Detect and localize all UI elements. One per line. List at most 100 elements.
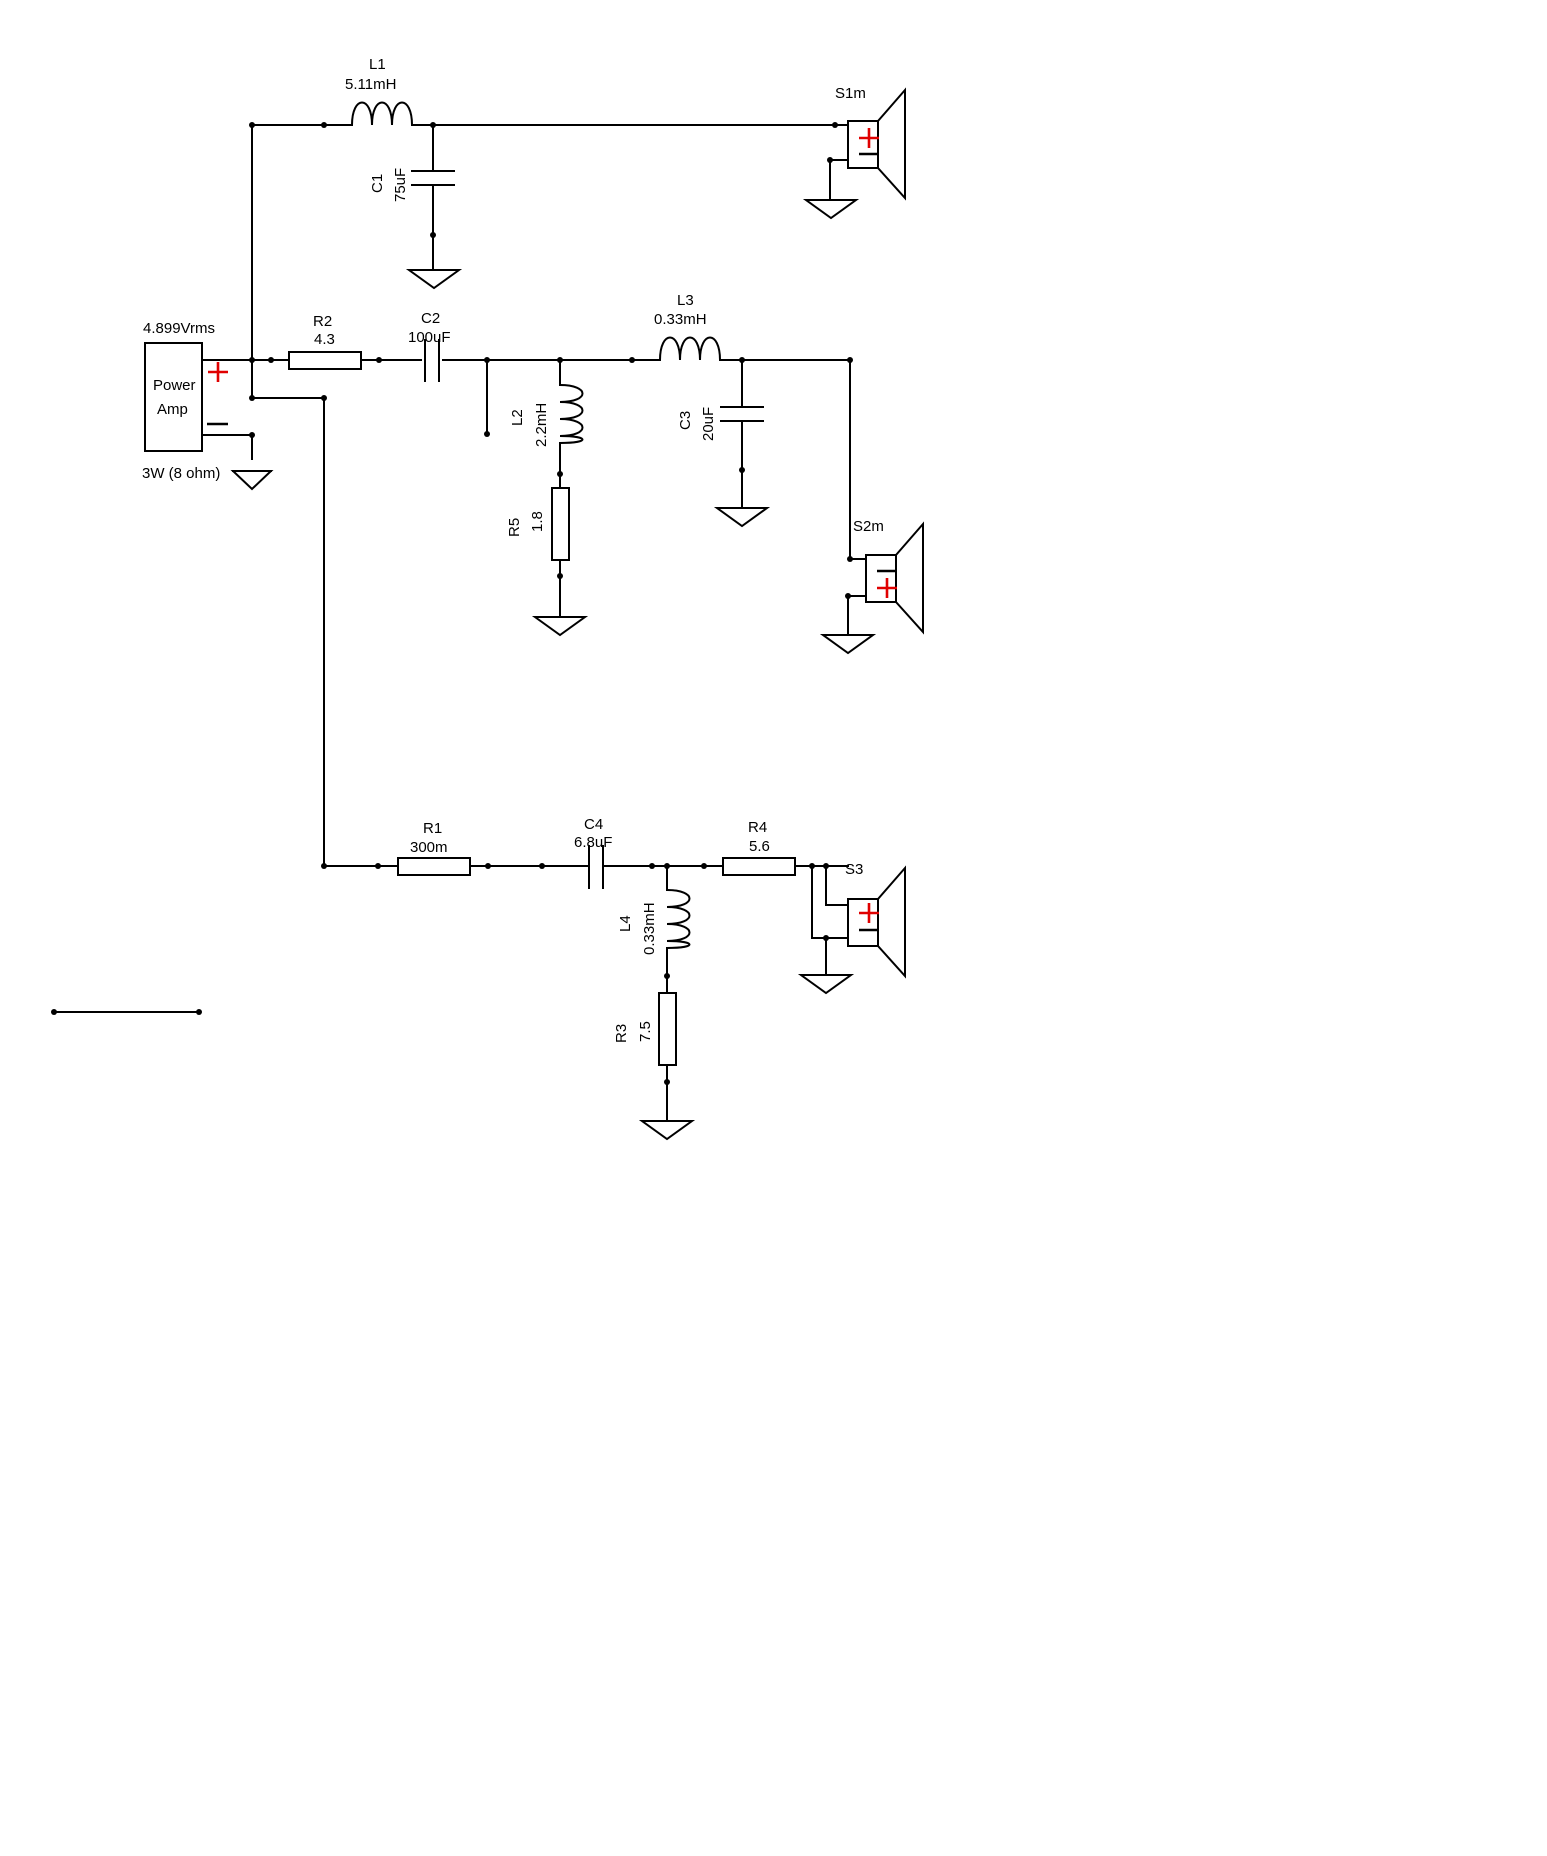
wire-branch-to-s3	[251, 397, 325, 867]
capacitor-c4[interactable]: C4 6.8uF	[574, 816, 612, 889]
ground-symbol	[405, 269, 463, 290]
ground-symbol	[797, 974, 855, 995]
resistor-r2-outline	[288, 351, 362, 370]
capacitor-c2[interactable]: C2 100uF	[408, 310, 451, 382]
junction-dot	[827, 157, 833, 163]
junction-dot	[847, 357, 853, 363]
junction-dot	[847, 556, 853, 562]
speaker-s2m[interactable]: S2m	[853, 518, 924, 635]
c1-value: 75uF	[392, 168, 409, 202]
ground-symbol	[638, 1120, 696, 1141]
speaker-s1m-cone	[877, 87, 906, 201]
junction-dot	[321, 863, 327, 869]
inductor-l4-coil	[665, 888, 691, 950]
wire	[825, 865, 849, 906]
r2-value: 4.3	[314, 331, 335, 348]
ground-symbol	[819, 634, 877, 655]
junction-dot	[539, 863, 545, 869]
inductor-l2-coil	[558, 383, 584, 445]
inductor-l1[interactable]: L1 5.11mH	[345, 56, 414, 127]
c4-value: 6.8uF	[574, 834, 612, 851]
wire	[829, 159, 849, 201]
l3-value: 0.33mH	[654, 311, 707, 328]
inductor-l4[interactable]: L4 0.33mH	[617, 865, 691, 994]
l4-value: 0.33mH	[641, 902, 658, 955]
inductor-l2[interactable]: L2 2.2mH	[509, 359, 584, 489]
junction-dot	[664, 973, 670, 979]
speaker-s3[interactable]: S3	[845, 861, 906, 979]
resistor-r1-body	[397, 857, 471, 876]
junction-dot	[196, 1009, 202, 1015]
r1-ref: R1	[423, 820, 442, 837]
junction-dot	[485, 863, 491, 869]
s2m-label: S2m	[853, 518, 884, 535]
speaker-s3-cone	[877, 865, 906, 979]
c2-value: 100uF	[408, 329, 451, 346]
junction-dot	[430, 232, 436, 238]
resistor-r1[interactable]: R1 300m	[397, 820, 471, 876]
junction-dot	[557, 471, 563, 477]
speaker-s1m-magnet	[847, 120, 879, 169]
junction-dot	[664, 1079, 670, 1085]
junction-dot	[430, 122, 436, 128]
wire	[847, 595, 867, 636]
resistor-r5[interactable]: R5 1.8	[506, 487, 570, 618]
c1-ref: C1	[369, 174, 386, 193]
junction-dot	[249, 122, 255, 128]
resistor-r4-body	[722, 857, 796, 876]
junction-dots	[51, 122, 853, 1085]
power-amp-body	[144, 342, 203, 452]
c2-gap	[422, 340, 442, 380]
resistor-r4[interactable]: R4 5.6	[722, 819, 796, 876]
junction-dot	[649, 863, 655, 869]
junction-dot	[739, 467, 745, 473]
capacitor-c1[interactable]: C1 75uF	[369, 124, 455, 271]
r2-ref: R2	[313, 313, 332, 330]
junction-dot	[629, 357, 635, 363]
l3-ref: L3	[677, 292, 694, 309]
r1-value: 300m	[410, 839, 448, 856]
s3-label: S3	[845, 861, 863, 878]
r3-value: 7.5	[637, 1021, 654, 1042]
junction-dot	[809, 863, 815, 869]
c2-ref: C2	[421, 310, 440, 327]
junction-dot	[249, 395, 255, 401]
amp-label-line1: Power	[153, 377, 196, 394]
junction-dot	[823, 935, 829, 941]
inductor-l3-coil	[658, 336, 722, 362]
l1-ref: L1	[369, 56, 386, 73]
power-amp[interactable]: Power Amp 4.899Vrms 3W (8 ohm)	[142, 320, 228, 482]
amp-label-line2: Amp	[157, 401, 188, 418]
r2-mask	[289, 352, 361, 369]
junction-dot	[823, 863, 829, 869]
junction-dot	[484, 431, 490, 437]
source-voltage: 4.899Vrms	[143, 320, 215, 337]
c3-value: 20uF	[700, 407, 717, 441]
junction-dot	[845, 593, 851, 599]
resistor-r3-body	[658, 992, 677, 1066]
junction-dot	[664, 863, 670, 869]
inductor-l1-coil	[350, 101, 414, 127]
junction-dot	[51, 1009, 57, 1015]
junction-dot	[557, 573, 563, 579]
junction-dot	[375, 863, 381, 869]
r5-value: 1.8	[529, 511, 546, 532]
ground-symbol	[230, 470, 274, 491]
junction-dot	[739, 357, 745, 363]
inductor-l3[interactable]: L3 0.33mH	[654, 292, 722, 362]
speaker-s2m-cone	[895, 521, 924, 635]
l2-value: 2.2mH	[533, 403, 550, 447]
speaker-s3-magnet	[847, 898, 879, 947]
wire-amp-negative	[201, 434, 253, 460]
r3-ref: R3	[613, 1024, 630, 1043]
junction-dot	[321, 395, 327, 401]
resistor-r3[interactable]: R3 7.5	[613, 992, 677, 1122]
speaker-s1m[interactable]: S1m	[835, 85, 906, 201]
l2-ref: L2	[509, 409, 526, 426]
junction-dot	[484, 357, 490, 363]
capacitor-c3[interactable]: C3 20uF	[677, 359, 764, 509]
l1-value: 5.11mH	[345, 76, 396, 93]
amp-rating: 3W (8 ohm)	[142, 465, 220, 482]
r4-value: 5.6	[749, 838, 770, 855]
junction-dot	[376, 357, 382, 363]
